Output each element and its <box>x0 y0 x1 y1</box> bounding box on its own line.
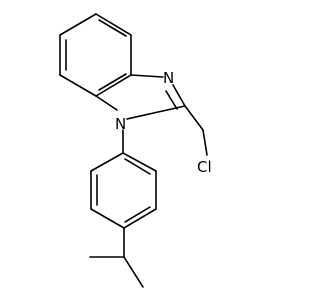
bond-n1-c7a <box>95 95 118 111</box>
atom-label-n3: N <box>163 69 174 87</box>
bond-c2-ch2 <box>184 105 204 131</box>
bond-benzo-1 <box>59 13 97 36</box>
atom-label-cl: Cl <box>197 158 212 176</box>
atom-label-n1: N <box>115 115 126 133</box>
bond-c3a-n3 <box>130 74 164 78</box>
bond-aryl-1 <box>90 152 124 172</box>
bond-n3-c2-double <box>165 90 178 110</box>
benzimidazole-core <box>59 13 186 120</box>
bond-aryl-4 <box>123 208 157 229</box>
isopropylphenyl-group <box>89 129 157 288</box>
bond-c2-n1 <box>126 105 186 120</box>
chloromethyl-group <box>184 105 208 156</box>
bond-aryl-6 <box>122 152 157 172</box>
bond-benzo-2 <box>95 13 132 36</box>
bond-benzo-4 <box>95 74 132 97</box>
bond-aryl-double-b <box>124 158 151 175</box>
bond-aryl-3 <box>90 208 125 229</box>
bond-ch-methyl-right <box>123 256 144 288</box>
bond-aryl-double-c <box>124 206 151 223</box>
chemical-structure-diagram: N N Cl <box>59 13 212 288</box>
bond-ch2-cl <box>202 129 208 156</box>
bond-benzo-double-b <box>98 19 127 37</box>
bond-n3-c2 <box>172 84 186 107</box>
bond-benzo-5 <box>59 74 97 97</box>
bond-benzo-double-c <box>98 73 127 91</box>
